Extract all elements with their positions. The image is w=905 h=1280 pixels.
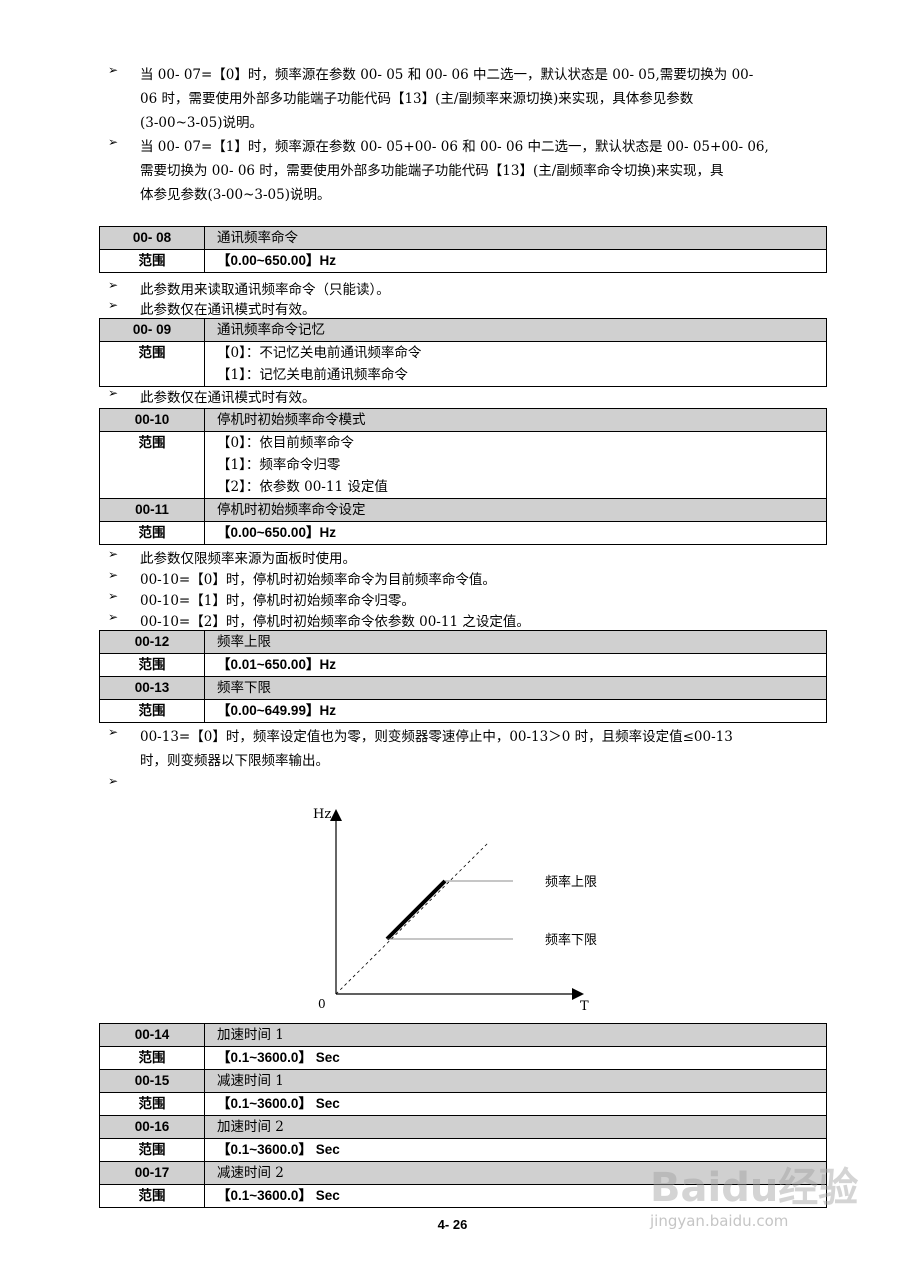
arrow-bullet-icon: ➢ — [108, 589, 119, 603]
param-code: 00-13 — [99, 676, 205, 700]
note-line-1: 00-13=【0】时，频率设定值也为零，则变频器零速停止中，00-13＞0 时，… — [140, 729, 733, 745]
note-text: 00-10=【2】时，停机时初始频率命令依参数 00-11 之设定值。 — [140, 614, 530, 630]
param-range: 【0.00~650.00】Hz — [204, 521, 827, 545]
param-range: 【0.1~3600.0】 Sec — [204, 1138, 827, 1162]
param-code: 00-14 — [99, 1023, 205, 1047]
param-code: 00-15 — [99, 1069, 205, 1093]
note-text: 此参数仅在通讯模式时有效。 — [140, 302, 316, 318]
param-code: 00- 09 — [99, 318, 205, 342]
range-label: 范围 — [99, 1184, 205, 1208]
intro-1-line-3: (3-00~3-05)说明。 — [140, 115, 264, 131]
option-0: 【0】：依目前频率命令 — [217, 435, 354, 451]
param-code: 00-10 — [99, 408, 205, 432]
param-code: 00-12 — [99, 630, 205, 654]
note-line-2: 时，则变频器以下限频率输出。 — [140, 753, 329, 769]
diagonal-dashed-line — [335, 841, 490, 995]
arrow-bullet-icon: ➢ — [108, 63, 119, 77]
intro-2-line-2: 需要切换为 00- 06 时，需要使用外部多功能端子功能代码【13】(主/副频率… — [140, 163, 724, 179]
param-name: 减速时间 1 — [204, 1069, 827, 1093]
watermark-logo: Baidu经验 — [650, 1165, 859, 1211]
lower-limit-label: 频率下限 — [545, 932, 597, 948]
option-2: 【2】：依参数 00-11 设定值 — [217, 479, 388, 495]
param-name: 频率下限 — [204, 676, 827, 700]
arrow-bullet-icon: ➢ — [108, 386, 119, 400]
param-code: 00-11 — [99, 498, 205, 522]
page-number: 4- 26 — [437, 1217, 468, 1232]
param-range: 【0.1~3600.0】 Sec — [204, 1184, 827, 1208]
arrow-bullet-icon: ➢ — [108, 278, 119, 292]
param-range: 【0.1~3600.0】 Sec — [204, 1046, 827, 1070]
note-text: 此参数用来读取通讯频率命令（只能读）。 — [140, 282, 390, 298]
param-name: 停机时初始频率命令设定 — [204, 498, 827, 522]
option-1: 【1】：频率命令归零 — [217, 457, 341, 473]
param-name: 通讯频率命令 — [204, 226, 827, 250]
limited-frequency-segment — [385, 879, 447, 941]
arrow-bullet-icon: ➢ — [108, 725, 119, 739]
param-range: 【0.01~650.00】Hz — [204, 653, 827, 677]
param-range: 【0.00~650.00】Hz — [204, 249, 827, 273]
y-axis-label: Hz — [313, 807, 331, 822]
option-0: 【0】：不记忆关电前通讯频率命令 — [217, 345, 422, 361]
param-name: 频率上限 — [204, 630, 827, 654]
param-code: 00-17 — [99, 1161, 205, 1185]
param-code: 00- 08 — [99, 226, 205, 250]
arrow-bullet-icon: ➢ — [108, 298, 119, 312]
note-text: 此参数仅限频率来源为面板时使用。 — [140, 551, 356, 567]
arrow-bullet-icon: ➢ — [108, 610, 119, 624]
upper-limit-label: 频率上限 — [545, 874, 597, 890]
arrow-bullet-icon: ➢ — [108, 547, 119, 561]
intro-2-line-1: 当 00- 07=【1】时，频率源在参数 00- 05+00- 06 和 00-… — [140, 139, 769, 155]
origin-label: 0 — [318, 997, 326, 1011]
intro-2-line-3: 体参见参数(3-00~3-05)说明。 — [140, 187, 331, 203]
arrow-bullet-icon: ➢ — [108, 568, 119, 582]
watermark-url: jingyan.baidu.com — [650, 1212, 789, 1230]
range-label: 范围 — [99, 1138, 205, 1162]
note-text: 00-10=【1】时，停机时初始频率命令归零。 — [140, 593, 415, 609]
intro-1-line-2: 06 时，需要使用外部多功能端子功能代码【13】(主/副频率来源切换)来实现，具… — [140, 91, 694, 107]
range-label: 范围 — [99, 1046, 205, 1070]
range-label: 范围 — [99, 653, 205, 677]
note-text: 此参数仅在通讯模式时有效。 — [140, 390, 316, 406]
param-name: 加速时间 1 — [204, 1023, 827, 1047]
param-range: 【0.1~3600.0】 Sec — [204, 1092, 827, 1116]
arrow-bullet-icon: ➢ — [108, 774, 119, 788]
intro-1-line-1: 当 00- 07=【0】时，频率源在参数 00- 05 和 00- 06 中二选… — [140, 67, 754, 83]
range-label: 范围 — [99, 699, 205, 723]
param-code: 00-16 — [99, 1115, 205, 1139]
range-label: 范围 — [99, 1092, 205, 1116]
range-label: 范围 — [99, 249, 205, 273]
range-label: 范围 — [99, 431, 205, 499]
param-name: 加速时间 2 — [204, 1115, 827, 1139]
range-label: 范围 — [99, 341, 205, 387]
param-name: 停机时初始频率命令模式 — [204, 408, 827, 432]
param-range: 【0.00~649.99】Hz — [204, 699, 827, 723]
arrow-bullet-icon: ➢ — [108, 135, 119, 149]
param-name: 减速时间 2 — [204, 1161, 827, 1185]
x-axis-label: T — [580, 999, 589, 1014]
option-1: 【1】：记忆关电前通讯频率命令 — [217, 367, 408, 383]
note-text: 00-10=【0】时，停机时初始频率命令为目前频率命令值。 — [140, 572, 496, 588]
